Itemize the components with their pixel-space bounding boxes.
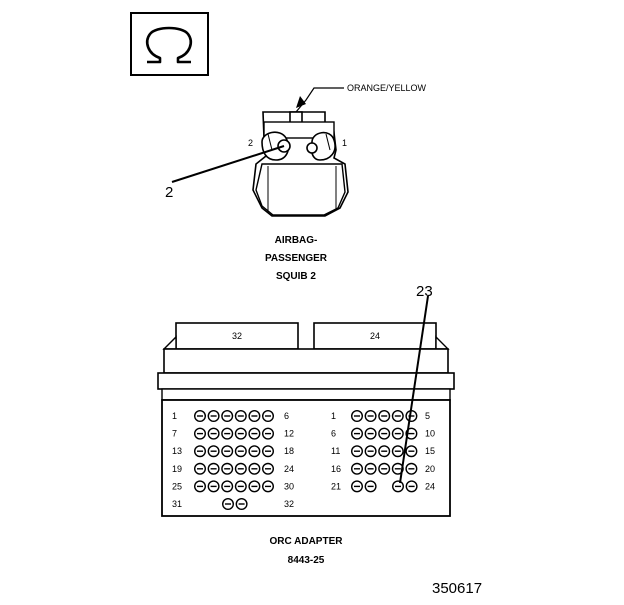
adapter-tab-left: [175, 322, 299, 350]
terminal-cavity-1: [310, 131, 336, 161]
callout-leader-23: [399, 295, 429, 484]
pin-row-end-label: 32: [284, 499, 294, 509]
pin-row-start-label: 7: [172, 429, 177, 439]
pin-row-start-label: 19: [172, 464, 182, 474]
ohm-symbol-box: [130, 12, 209, 76]
callout-2: 2: [165, 184, 173, 201]
pin-row-start-label: 21: [331, 481, 341, 491]
pin-row-end-label: 18: [284, 446, 294, 456]
wire-color-label: ORANGE/YELLOW: [347, 83, 427, 93]
pin-row-start-label: 6: [331, 429, 336, 439]
left-pin-block: 1 6 7 12 13 18 19 24 25 30 31 32: [172, 410, 294, 511]
pin-row-end-label: 12: [284, 429, 294, 439]
pin-row-end-label: 5: [425, 411, 430, 421]
squib-caption-line-1: AIRBAG-: [275, 235, 318, 246]
adapter-lip: [161, 388, 451, 401]
pin-row-end-label: 24: [425, 481, 435, 491]
adapter-tab-right: [313, 322, 437, 350]
pin-row-start-label: 1: [172, 411, 177, 421]
pin-row-end-label: 10: [425, 429, 435, 439]
pin-row-start-label: 11: [331, 446, 340, 456]
ohm-icon: [146, 26, 192, 64]
pin-row-start-label: 31: [172, 499, 182, 509]
callout-23: 23: [416, 283, 433, 300]
figure-number: 350617: [432, 580, 482, 597]
terminal-cavity-2: [261, 131, 290, 161]
pin-row-end-label: 15: [425, 446, 435, 456]
tab-label-24: 24: [370, 331, 380, 341]
latch-detail: [267, 133, 273, 151]
pin-row-end-label: 24: [284, 464, 294, 474]
callout-leader-2: [171, 145, 285, 183]
adapter-rim: [157, 372, 455, 390]
pin-row-start-label: 1: [331, 411, 336, 421]
pin-row-end-label: 20: [425, 464, 435, 474]
squib-caption-line-3: SQUIB 2: [276, 271, 316, 282]
pin-number-2: 2: [248, 138, 253, 148]
pin-row-end-label: 30: [284, 481, 294, 491]
adapter-upper-band: [163, 348, 449, 374]
tab-label-32: 32: [232, 331, 242, 341]
ohm-symbol-frame: [130, 12, 209, 76]
pin-row-start-label: 16: [331, 464, 341, 474]
terminal-pin-1: [306, 142, 318, 154]
pin-row-start-label: 25: [172, 481, 182, 491]
adapter-caption-line-2: 8443-25: [288, 555, 325, 566]
leader-arrowhead: [296, 96, 306, 108]
squib-connector: ORANGE/YELLOW 2 1 2 AIRBAG- PASSENGER SQ…: [165, 83, 427, 282]
pin-row-end-label: 6: [284, 411, 289, 421]
pin-row-start-label: 13: [172, 446, 182, 456]
adapter-caption-line-1: ORC ADAPTER: [270, 536, 344, 547]
latch-detail: [325, 133, 331, 151]
pin-number-1: 1: [342, 138, 347, 148]
squib-caption-line-2: PASSENGER: [265, 253, 328, 264]
wire-color-leader: [295, 87, 344, 113]
connector-housing: [255, 163, 346, 216]
